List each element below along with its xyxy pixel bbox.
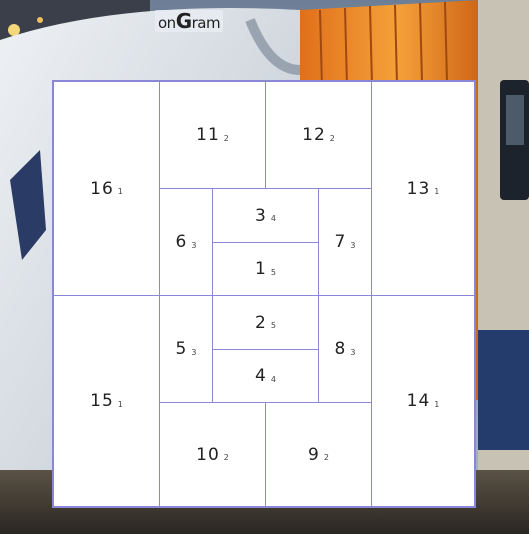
- logo-prefix: on: [158, 14, 176, 32]
- tile-number: 1: [255, 259, 267, 279]
- tile-number: 3: [255, 206, 267, 226]
- tile-number: 5: [176, 339, 188, 359]
- tile-12[interactable]: 12 2: [265, 81, 372, 189]
- tile-number: 6: [176, 232, 188, 252]
- tile-number: 8: [335, 339, 347, 359]
- logo-mark: G: [176, 9, 192, 33]
- tile-level: 5: [271, 321, 276, 330]
- tile-number: 9: [308, 445, 320, 465]
- tile-level: 4: [271, 375, 276, 384]
- origami-logo: onGram: [155, 10, 223, 32]
- tile-level: 3: [191, 348, 196, 357]
- tile-number: 4: [255, 366, 267, 386]
- tile-number: 12: [302, 125, 326, 145]
- tile-level: 3: [350, 348, 355, 357]
- tile-level: 1: [434, 400, 439, 409]
- tile-level: 3: [350, 241, 355, 250]
- logo-suffix: ram: [192, 14, 220, 32]
- tile-level: 1: [434, 187, 439, 196]
- tile-level: 4: [271, 214, 276, 223]
- tile-level: 1: [118, 400, 123, 409]
- tile-number: 16: [90, 179, 114, 199]
- tile-16[interactable]: 16 1: [53, 81, 160, 296]
- tile-level: 3: [191, 241, 196, 250]
- tile-number: 2: [255, 313, 267, 333]
- tile-level: 5: [271, 268, 276, 277]
- tile-level: 2: [224, 134, 229, 143]
- tile-number: 11: [196, 125, 220, 145]
- tile-10[interactable]: 10 2: [159, 402, 266, 507]
- tile-number: 14: [407, 391, 431, 411]
- tile-level: 2: [330, 134, 335, 143]
- tile-number: 7: [335, 232, 347, 252]
- tile-level: 2: [224, 453, 229, 462]
- tile-number: 15: [90, 391, 114, 411]
- tile-number: 10: [196, 445, 220, 465]
- tile-level: 1: [118, 187, 123, 196]
- tile-15[interactable]: 15 1: [53, 295, 160, 507]
- tile-level: 2: [324, 453, 329, 462]
- tile-number: 13: [407, 179, 431, 199]
- tile-11[interactable]: 11 2: [159, 81, 266, 189]
